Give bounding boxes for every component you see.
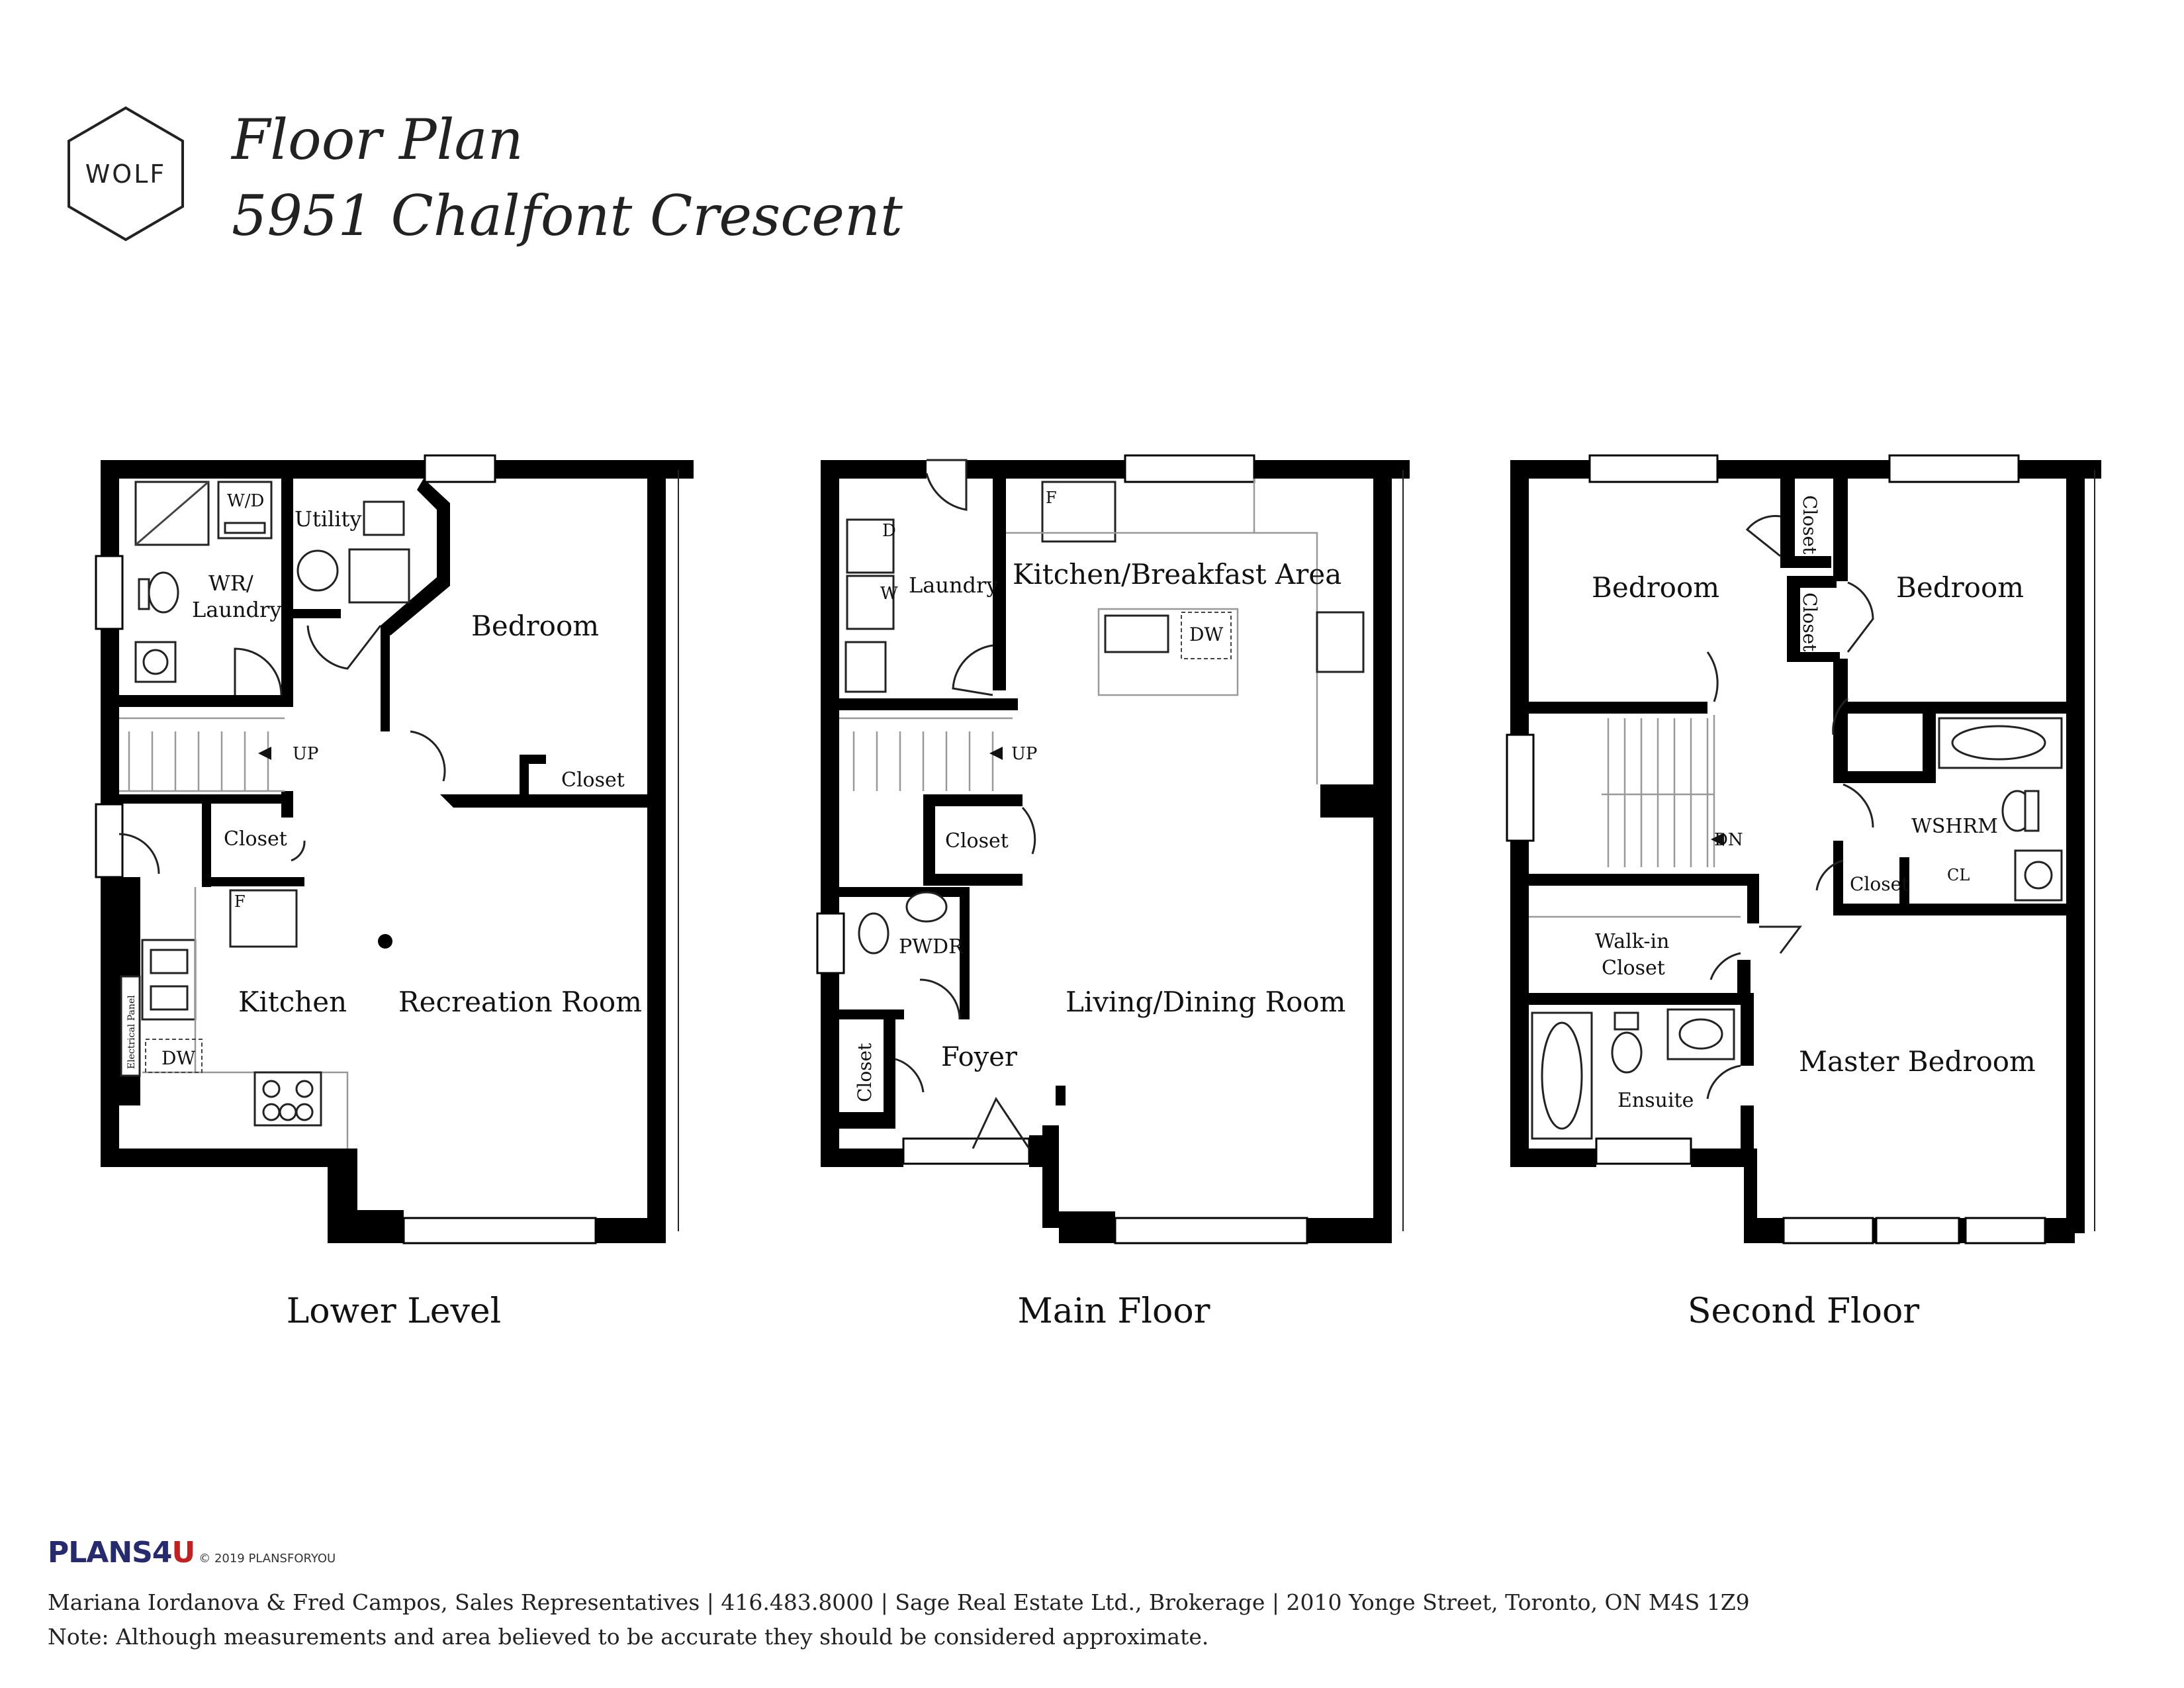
lower-wd-label: W/D: [227, 491, 264, 511]
brand-copyright: © 2019 PLANSFORYOU: [199, 1552, 336, 1566]
lower-closet-label-1: Closet: [561, 769, 625, 792]
brand-u: U: [171, 1536, 195, 1570]
second-bedroom-label-2: Bedroom: [1896, 571, 2024, 604]
second-floor-caption: Second Floor: [1688, 1291, 1919, 1331]
lower-level-plan: [95, 454, 694, 1244]
second-floor-plan: [1506, 454, 2101, 1244]
second-cl-label: CL: [1947, 866, 1970, 884]
main-floor-caption: Main Floor: [1017, 1291, 1210, 1331]
second-bedroom-label-1: Bedroom: [1592, 571, 1719, 604]
lower-level-caption: Lower Level: [287, 1291, 502, 1331]
second-master-bedroom-label: Master Bedroom: [1799, 1045, 2036, 1078]
lower-fridge-label: F: [234, 892, 246, 911]
main-living-dining-label: Living/Dining Room: [1066, 986, 1345, 1018]
second-closet-label-1: Closet: [1799, 495, 1821, 555]
lower-utility-label: Utility: [295, 506, 361, 532]
main-laundry-label: Laundry: [909, 573, 998, 598]
second-walkin-label-1: Walk-in: [1595, 930, 1669, 953]
plan-address: 5951 Chalfont Crescent: [232, 183, 903, 248]
main-kitchen-breakfast-label: Kitchen/Breakfast Area: [1013, 558, 1342, 590]
lower-up-label: UP: [293, 744, 318, 764]
main-foyer-label: Foyer: [941, 1042, 1018, 1072]
main-pwdr-label: PWDR: [899, 935, 964, 959]
second-closet-label-2: Closet: [1799, 592, 1821, 652]
main-floor-plan: [816, 454, 1410, 1244]
second-ensuite-label: Ensuite: [1617, 1089, 1694, 1112]
lower-closet-label-2: Closet: [224, 827, 287, 851]
main-fridge-label: F: [1046, 489, 1057, 507]
main-washer-label: W: [880, 584, 898, 604]
lower-electrical-panel-label: Electrical Panel: [126, 995, 137, 1069]
footer-disclaimer: Note: Although measurements and area bel…: [48, 1624, 1209, 1650]
brand-main: PLANS: [48, 1536, 153, 1570]
main-dryer-label: D: [882, 521, 896, 541]
brand-number: 4: [152, 1536, 173, 1570]
main-closet-label-2: Closet: [854, 1043, 876, 1102]
plan-title: Floor Plan: [230, 107, 523, 172]
plans4u-logo: PLANS4U © 2019 PLANSFORYOU: [48, 1536, 336, 1570]
second-dn-label: DN: [1714, 830, 1743, 850]
lower-wr-label: WR/: [208, 571, 253, 596]
wolf-logo-text: WOLF: [85, 160, 167, 189]
main-closet-label-1: Closet: [945, 829, 1009, 853]
main-dw-label: DW: [1189, 624, 1223, 645]
main-up-label: UP: [1011, 744, 1037, 764]
lower-dw-label: DW: [161, 1047, 195, 1069]
lower-kitchen-label: Kitchen: [238, 986, 347, 1018]
wolf-logo: WOLF: [68, 106, 184, 242]
second-wshrm-label: WSHRM: [1911, 815, 1998, 838]
lower-laundry-label: Laundry: [192, 597, 281, 622]
lower-recreation-room-label: Recreation Room: [398, 986, 642, 1018]
footer-agents-line: Mariana Iordanova & Fred Campos, Sales R…: [48, 1589, 1750, 1615]
footer: Mariana Iordanova & Fred Campos, Sales R…: [48, 1585, 2099, 1654]
lower-bedroom-label: Bedroom: [471, 610, 599, 642]
second-walkin-label-2: Closet: [1602, 957, 1665, 980]
second-closet-label-3: Closet: [1850, 873, 1909, 895]
